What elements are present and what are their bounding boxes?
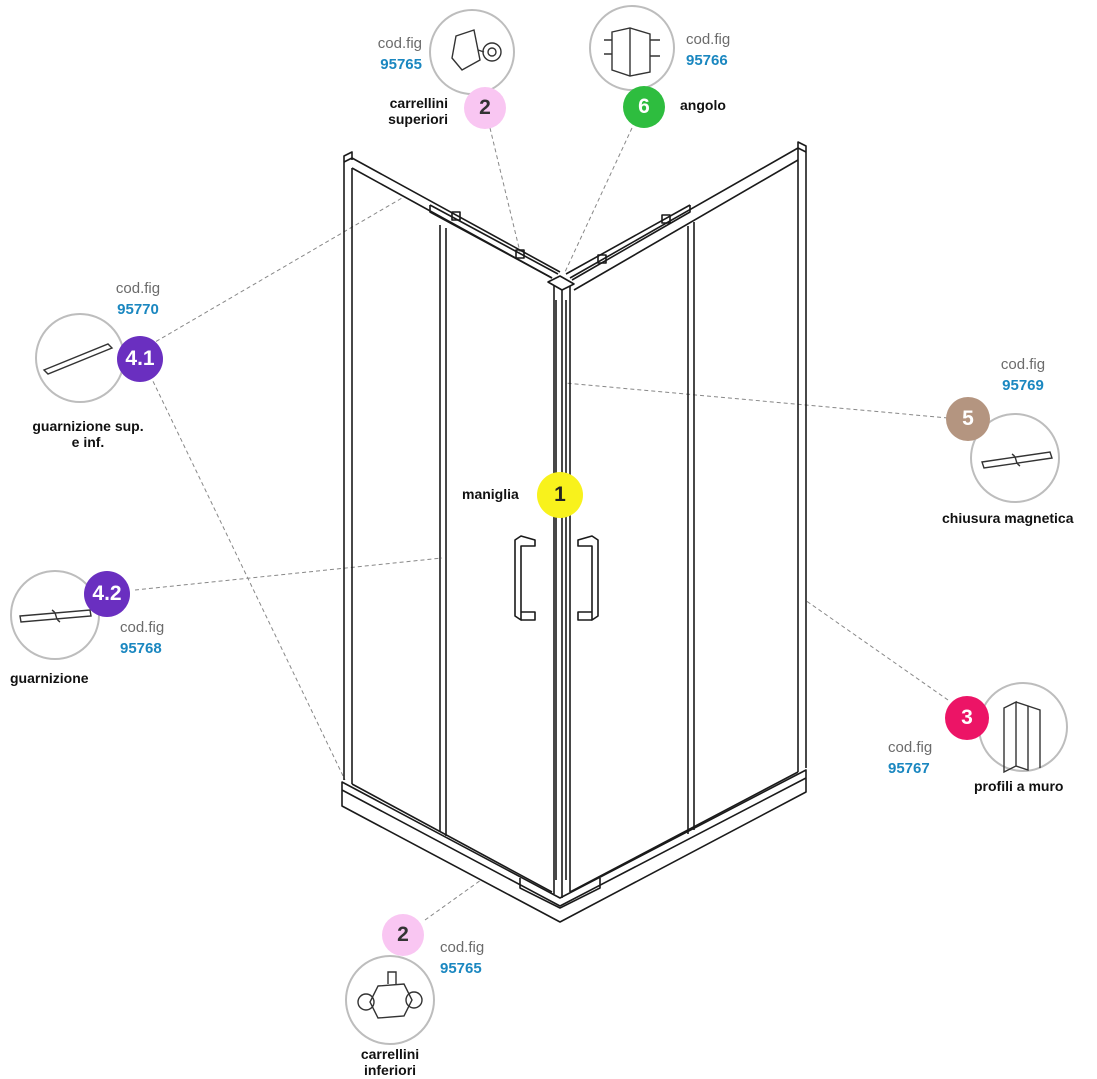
code-prefix: cod.fig xyxy=(440,939,485,956)
label-angolo: angolo xyxy=(680,97,726,113)
code-chiusura-magnetica: cod.fig 95769 xyxy=(985,354,1061,396)
label-profili-a-muro: profili a muro xyxy=(974,778,1064,794)
code-prefix: cod.fig xyxy=(686,31,731,48)
badge-maniglia: 1 xyxy=(537,472,583,518)
badge-angolo: 6 xyxy=(623,86,665,128)
code-prefix: cod.fig xyxy=(888,739,933,756)
code-profili-a-muro: cod.fig 95767 xyxy=(888,737,932,779)
code-number: 95767 xyxy=(888,760,930,777)
leader-lines xyxy=(134,127,949,921)
label-line: superiori xyxy=(388,111,448,127)
label-maniglia: maniglia xyxy=(462,486,519,502)
code-number: 95766 xyxy=(686,52,728,69)
top-roller-icon xyxy=(451,29,502,71)
label-chiusura-magnetica: chiusura magnetica xyxy=(942,510,1074,526)
badge-guarnizione: 4.2 xyxy=(84,571,130,617)
label-line: e inf. xyxy=(71,434,105,450)
code-carrellini-superiori: cod.fig 95765 xyxy=(340,33,422,75)
seal-strip-icon-lower xyxy=(19,609,92,623)
bottom-roller-icon xyxy=(357,971,423,1019)
badge-guarnizione-sup-inf: 4.1 xyxy=(117,336,163,382)
label-line: guarnizione sup. xyxy=(32,418,144,434)
label-line: inferiori xyxy=(363,1062,417,1078)
label-guarnizione: guarnizione xyxy=(10,670,89,686)
badge-carrellini-superiori: 2 xyxy=(464,87,506,129)
badge-chiusura-magnetica: 5 xyxy=(946,397,990,441)
code-prefix: cod.fig xyxy=(120,619,165,636)
code-prefix: cod.fig xyxy=(115,280,161,297)
code-number: 95768 xyxy=(120,640,162,657)
code-guarnizione-sup-inf: cod.fig 95770 xyxy=(100,278,176,320)
wall-profile-icon xyxy=(1003,700,1041,774)
code-number: 95765 xyxy=(440,960,482,977)
label-line: carrellini xyxy=(389,95,448,111)
label-guarnizione-sup-inf: guarnizione sup. e inf. xyxy=(0,418,176,450)
code-prefix: cod.fig xyxy=(1000,356,1046,373)
magnetic-strip-icon xyxy=(981,451,1053,469)
badge-carrellini-inferiori: 2 xyxy=(382,914,424,956)
code-angolo: cod.fig 95766 xyxy=(686,29,730,71)
code-carrellini-inferiori: cod.fig 95765 xyxy=(440,937,484,979)
code-guarnizione: cod.fig 95768 xyxy=(120,617,164,659)
seal-strip-icon-upper xyxy=(42,343,114,375)
code-prefix: cod.fig xyxy=(377,35,422,52)
label-carrellini-inferiori: carrellini inferiori xyxy=(340,1046,440,1078)
label-carrellini-superiori: carrellini superiori xyxy=(340,95,448,127)
corner-bracket-icon xyxy=(604,27,660,77)
code-number: 95770 xyxy=(117,301,159,318)
code-number: 95765 xyxy=(380,56,422,73)
badge-profili-a-muro: 3 xyxy=(945,696,989,740)
code-number: 95769 xyxy=(1002,377,1044,394)
shower-enclosure xyxy=(341,141,807,923)
label-line: carrellini xyxy=(360,1046,420,1062)
